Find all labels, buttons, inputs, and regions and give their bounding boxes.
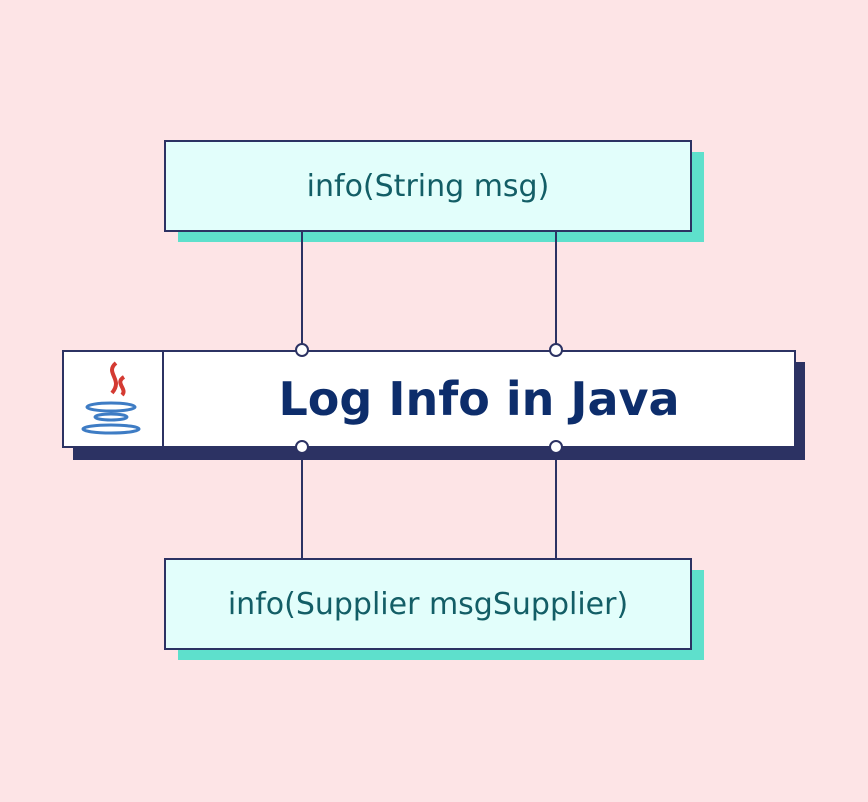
connector-dot <box>295 343 309 357</box>
method-box-supplier: info(Supplier msgSupplier) <box>164 558 692 650</box>
connector-dot <box>549 343 563 357</box>
connector-line <box>301 232 303 350</box>
java-logo-icon <box>64 352 164 446</box>
method-box-string: info(String msg) <box>164 140 692 232</box>
page-title: Log Info in Java <box>278 372 680 426</box>
connector-line <box>555 232 557 350</box>
connector-line <box>555 448 557 558</box>
connector-line <box>301 448 303 558</box>
method-label: info(String msg) <box>306 168 550 204</box>
connector-dot <box>295 440 309 454</box>
method-label: info(Supplier msgSupplier) <box>227 586 629 622</box>
title-box: Log Info in Java <box>62 350 796 448</box>
connector-dot <box>549 440 563 454</box>
